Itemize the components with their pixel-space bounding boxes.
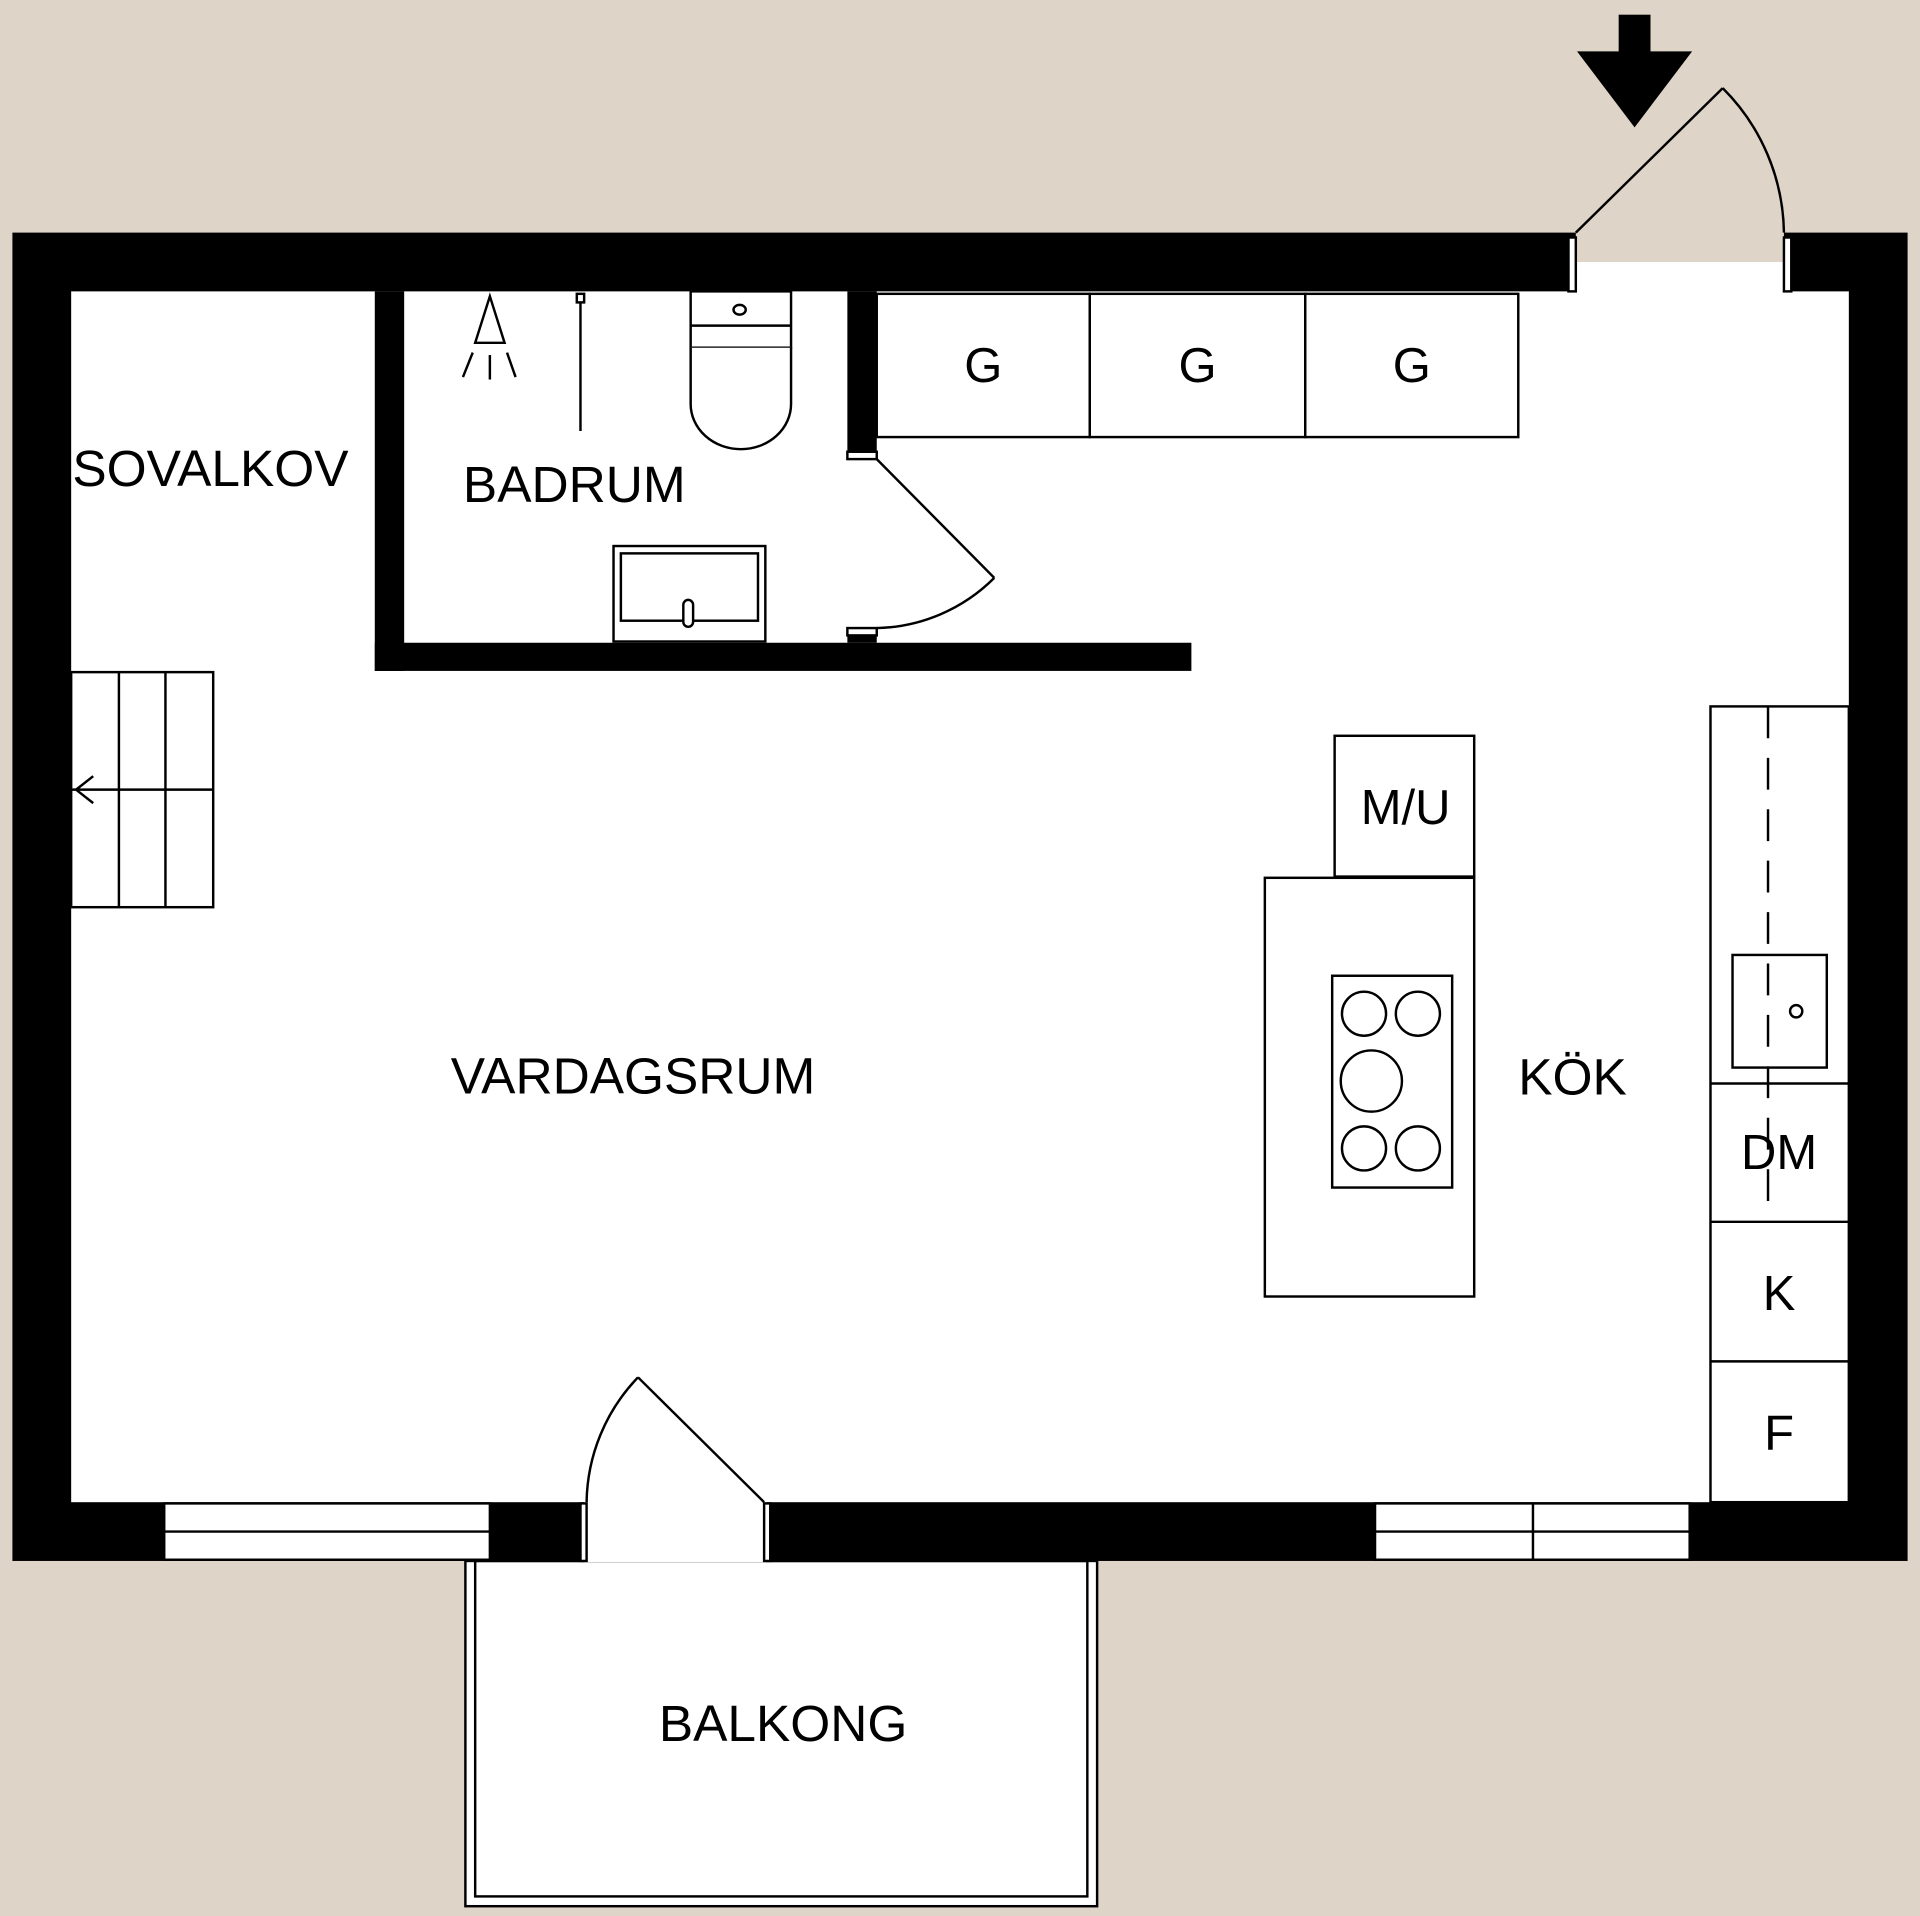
dishwasher-label: DM <box>1741 1126 1817 1180</box>
interior-walls <box>374 291 1192 671</box>
balcony <box>464 1559 1099 1908</box>
room-label-badrum: BADRUM <box>463 455 686 513</box>
cooktop-icon <box>1330 974 1454 1189</box>
kitchen-counter: DM K F <box>1709 705 1851 1504</box>
wardrobe-label: G <box>1178 339 1216 393</box>
wardrobe-label: G <box>964 339 1002 393</box>
window-right <box>1373 1502 1691 1561</box>
kitchen-island: M/U <box>1263 734 1476 1298</box>
staircase <box>69 670 215 909</box>
wardrobe-label: G <box>1393 339 1431 393</box>
stair-direction-arrow-icon <box>74 775 94 805</box>
fridge-label: K <box>1763 1267 1796 1321</box>
entrance-door[interactable] <box>1574 87 1786 234</box>
window-left <box>162 1502 492 1561</box>
microwave-label: M/U <box>1361 781 1451 835</box>
entrance-arrow-icon <box>1577 14 1693 128</box>
room-label-balkong: BALKONG <box>659 1694 908 1752</box>
balcony-door[interactable] <box>585 1376 765 1504</box>
freezer-label: F <box>1764 1407 1794 1461</box>
toilet-icon <box>689 290 793 451</box>
room-label-kok: KÖK <box>1518 1048 1627 1106</box>
wardrobes: G G G <box>875 292 1520 439</box>
room-label-sovalkov: SOVALKOV <box>72 439 349 497</box>
kitchen-sink-icon <box>1731 953 1829 1069</box>
room-label-vardagsrum: VARDAGSRUM <box>451 1046 816 1104</box>
sink-icon <box>612 544 767 643</box>
shower-icon <box>461 292 586 431</box>
bathroom-door[interactable] <box>875 458 996 630</box>
outer-walls <box>12 230 1908 1563</box>
